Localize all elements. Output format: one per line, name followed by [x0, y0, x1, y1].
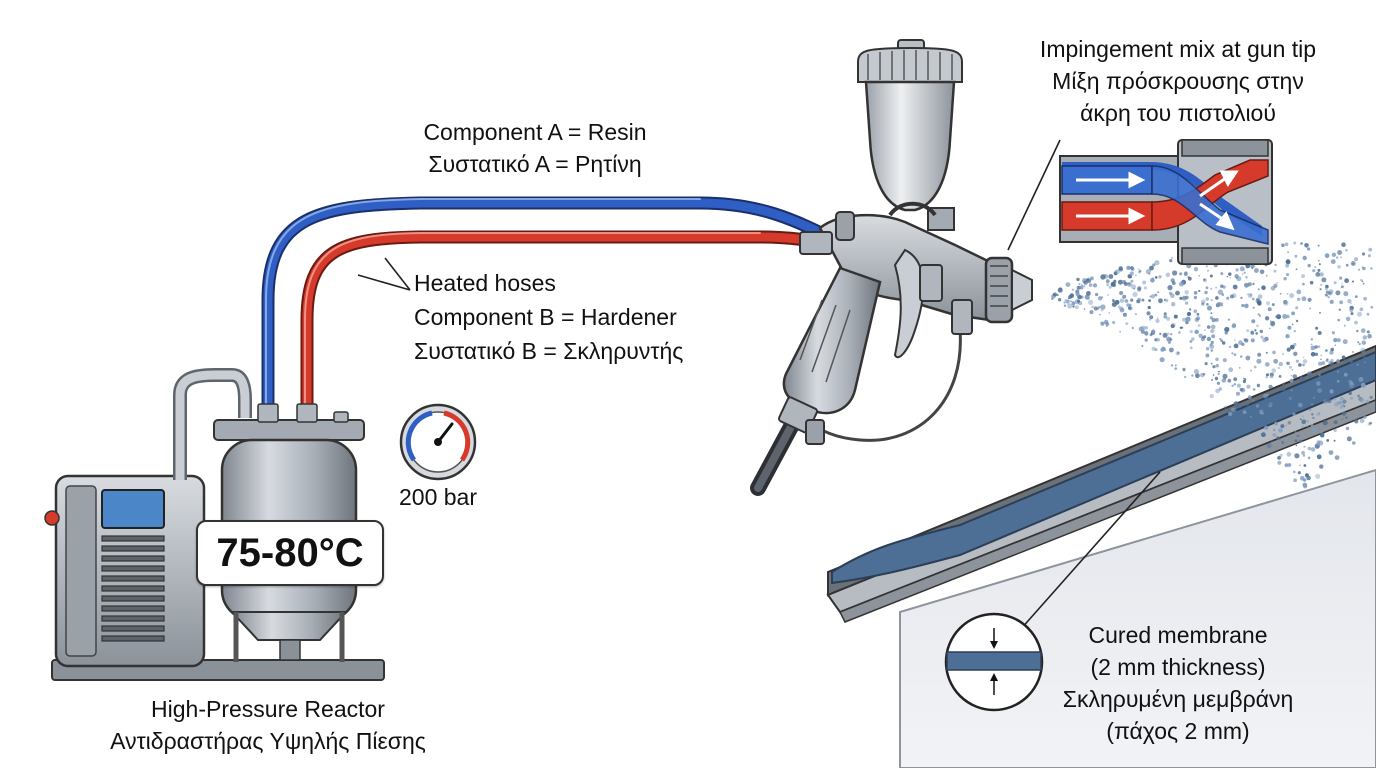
component-b-label-gr: Συστατικό Β = Σκληρυντής: [414, 338, 684, 364]
membrane-label-en-1: Cured membrane: [1088, 622, 1268, 648]
temperature-readout: 75-80°C: [196, 520, 384, 586]
membrane-label-gr-1: Σκληρυμένη μεμβράνη: [1062, 686, 1294, 712]
membrane-label-en-2: (2 mm thickness): [1090, 654, 1266, 680]
reactor-label-en: High-Pressure Reactor: [151, 696, 385, 722]
impingement-label-en: Impingement mix at gun tip: [1039, 36, 1317, 62]
impingement-label-gr-1: Μίξη πρόσκρουσης στην: [1052, 68, 1304, 94]
reactor-screen: [101, 489, 165, 529]
pressure-gauge-icon: [399, 403, 477, 481]
mixing-chamber-icon: [1059, 139, 1273, 265]
heated-hoses-label: Heated hoses: [414, 270, 556, 296]
component-a-label-gr: Συστατικό Α = Ρητίνη: [428, 151, 642, 177]
magnifier-icon: [944, 471, 1161, 712]
component-b-label-en: Component B = Hardener: [414, 304, 677, 330]
spray-gun-icon: [750, 39, 1061, 496]
reactor-label-gr: Αντιδραστήρας Υψηλής Πίεσης: [110, 728, 426, 754]
component-a-label-en: Component A = Resin: [423, 119, 647, 145]
membrane-label-gr-2: (πάχος 2 mm): [1106, 718, 1250, 744]
pressure-readout: 200 bar: [398, 484, 478, 510]
spray-mist: [1051, 241, 1374, 489]
power-button: [44, 510, 60, 526]
impingement-label-gr-2: άκρη του πιστολιού: [1080, 100, 1276, 126]
